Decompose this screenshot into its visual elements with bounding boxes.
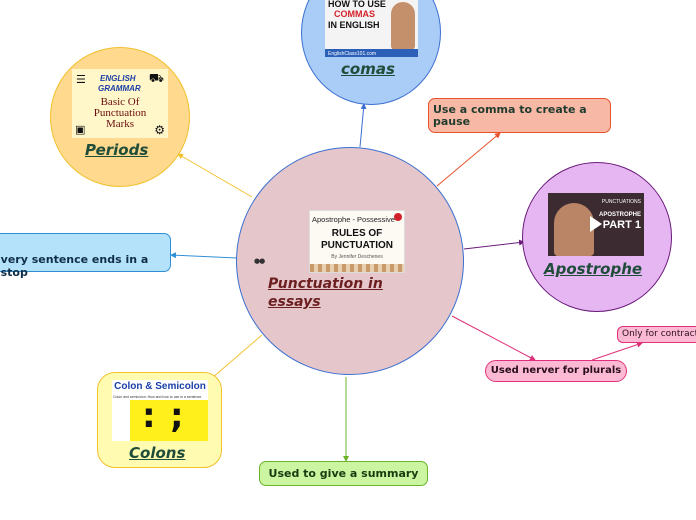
hamburger-icon: ☰ [76, 73, 86, 86]
colons-thumb-line-2: Colon and semicolon: How and how to use … [113, 395, 203, 399]
line-to-apostrophe [463, 239, 525, 250]
periods-thumb-line-3: Basic Of [100, 96, 140, 108]
contractions-box[interactable]: Only for contractions [617, 326, 696, 343]
semicolon-glyph: ; [170, 396, 184, 436]
gear-icon: ⚙ [154, 123, 165, 137]
line-to-comma-pause [436, 132, 501, 187]
apostrophe-thumb-line-1: PUNCTUATIONS [601, 199, 641, 205]
summary-box[interactable]: Used to give a summary [259, 461, 428, 486]
apostrophe-thumb-line-3: PART 1 [602, 219, 641, 231]
colons-thumbnail: Colon & Semicolon Colon and semicolon: H… [112, 380, 208, 441]
central-thumb-line-2: RULES OF [331, 228, 383, 239]
briefcase-icon: ▣ [75, 123, 86, 136]
central-thumb-border [310, 264, 404, 272]
apostrophe-thumbnail: PUNCTUATIONS APOSTROPHE PART 1 [548, 193, 644, 256]
line-to-comas [359, 103, 367, 148]
apostrophe-label: Apostrophe [544, 260, 643, 278]
comas-thumb-line-3: IN ENGLISH [328, 20, 380, 30]
comas-thumb-line-2: COMMAS [334, 9, 375, 19]
periods-thumbnail: ☰ ⛟ ENGLISH GRAMMAR Basic Of Punctuation… [72, 69, 168, 138]
comas-thumbnail: HOW TO USE COMMAS IN ENGLISH EnglishClas… [325, 0, 418, 57]
plurals-box[interactable]: Used nerver for plurals [485, 360, 627, 382]
periods-thumb-line-2: GRAMMAR [98, 84, 141, 93]
line-to-periods [177, 153, 253, 198]
eyes-icon: ●● [254, 257, 265, 265]
central-thumb-line-4: By Jennifer Deschenes [331, 254, 383, 260]
line-to-sentence-stop [170, 252, 238, 259]
colon-symbol-panel [130, 400, 208, 441]
sentence-stop-text: very sentence ends in a l stop [0, 253, 149, 279]
ladybug-icon [394, 213, 402, 221]
presenter-figure [391, 2, 415, 50]
periods-thumb-line-4: Punctuation [93, 107, 147, 119]
comma-pause-box[interactable]: Use a comma to create a pause [428, 98, 611, 133]
central-thumb-line-3: PUNCTUATION [320, 240, 394, 251]
line-to-plurals [451, 315, 536, 361]
apostrophe-thumb-line-2: APOSTROPHE [598, 212, 641, 218]
colons-thumb-line-1: Colon & Semicolon [114, 381, 206, 392]
central-thumbnail: Apostrophe - Possessive RULES OF PUNCTUA… [309, 210, 405, 273]
comas-thumb-line-1: HOW TO USE [328, 0, 386, 9]
colon-glyph: : [142, 396, 156, 436]
connector-lines [170, 103, 643, 462]
presenter-figure [554, 203, 594, 256]
truck-icon: ⛟ [148, 71, 164, 85]
summary-text: Used to give a summary [268, 467, 419, 480]
central-thumb-line-1: Apostrophe - Possessive [312, 215, 395, 224]
comas-thumb-footer [325, 49, 418, 57]
colons-label: Colons [129, 444, 186, 462]
line-to-contractions [591, 341, 643, 361]
sentence-stop-box[interactable]: very sentence ends in a l stop [0, 233, 171, 279]
comma-pause-text: Use a comma to create a pause [433, 103, 587, 128]
periods-thumb-line-1: ENGLISH [100, 74, 136, 83]
plurals-text: Used nerver for plurals [490, 365, 622, 376]
play-icon[interactable] [590, 216, 602, 232]
line-to-colons [211, 334, 263, 379]
periods-label: Periods [85, 141, 149, 159]
central-topic[interactable] [236, 147, 464, 375]
comas-thumb-line-4: EnglishClass101.com [328, 51, 377, 57]
periods-thumb-line-5: Marks [105, 118, 135, 130]
comas-label: comas [341, 60, 395, 78]
central-topic-label: Punctuation in essays [268, 276, 383, 310]
contractions-text: Only for contractions [622, 329, 696, 339]
